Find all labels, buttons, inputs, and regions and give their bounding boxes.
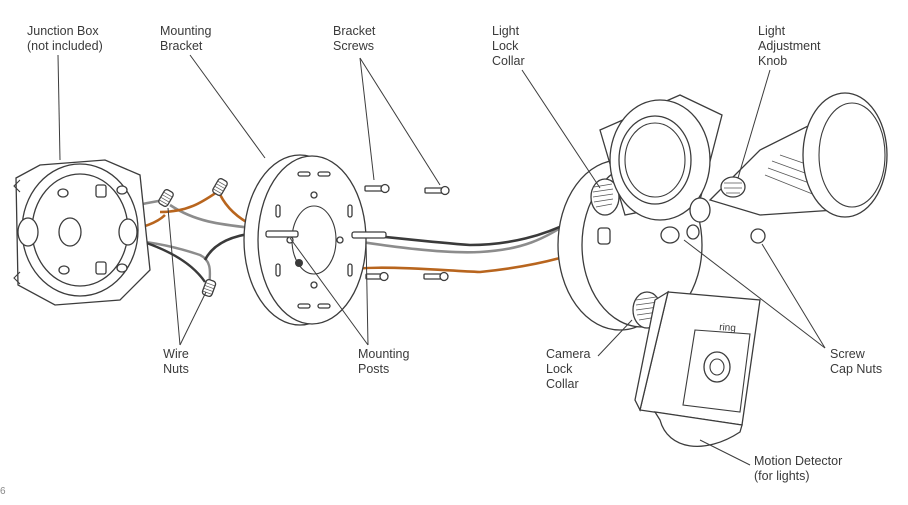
label-wire-nuts: Wire Nuts (163, 347, 189, 376)
camera: ring (632, 290, 761, 447)
right-floodlight (689, 92, 888, 223)
bracket-screws (364, 183, 450, 282)
leader-lines (57, 54, 826, 466)
page-number: 6 (0, 486, 6, 497)
left-floodlight (590, 94, 723, 221)
label-mounting-bracket: Mounting Bracket (160, 24, 212, 53)
label-light-lock-collar: Light Lock Collar (492, 24, 525, 68)
label-junction-box: Junction Box (not included) (27, 24, 103, 53)
camera-brand-text: ring (719, 322, 736, 334)
label-camera-lock-collar: Camera Lock Collar (546, 347, 591, 391)
label-light-adjustment-knob: Light Adjustment Knob (758, 24, 821, 68)
junction-box (13, 159, 151, 306)
wire-nuts (158, 178, 228, 298)
label-bracket-screws: Bracket Screws (333, 24, 376, 53)
label-screw-cap-nuts: Screw Cap Nuts (830, 347, 883, 376)
label-mounting-posts: Mounting Posts (358, 347, 410, 376)
label-motion-detector: Motion Detector (for lights) (754, 454, 843, 483)
mounting-bracket (243, 154, 387, 326)
